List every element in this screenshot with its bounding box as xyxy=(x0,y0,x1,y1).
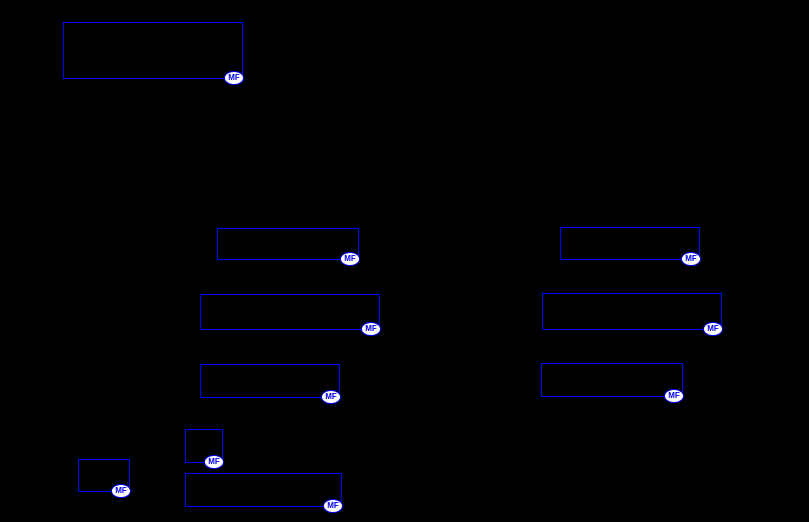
mf-badge: MF xyxy=(681,252,701,266)
box-10[interactable]: MF xyxy=(185,473,343,513)
mf-badge: MF xyxy=(664,389,684,403)
mf-badge: MF xyxy=(703,322,723,336)
box-1[interactable]: MF xyxy=(63,22,244,85)
box-7[interactable]: MF xyxy=(541,363,684,403)
mf-badge: MF xyxy=(340,252,360,266)
box-6[interactable]: MF xyxy=(200,364,341,404)
box-3[interactable]: MF xyxy=(560,227,701,266)
box-5[interactable]: MF xyxy=(542,293,723,336)
mf-badge: MF xyxy=(321,390,341,404)
mf-badge: MF xyxy=(361,322,381,336)
box-9[interactable]: MF xyxy=(78,459,131,498)
mf-badge: MF xyxy=(111,484,131,498)
mf-badge: MF xyxy=(204,455,224,469)
box-2[interactable]: MF xyxy=(217,228,360,266)
box-8[interactable]: MF xyxy=(185,429,224,469)
mf-badge: MF xyxy=(323,499,343,513)
mf-badge: MF xyxy=(224,71,244,85)
box-4[interactable]: MF xyxy=(200,294,381,336)
